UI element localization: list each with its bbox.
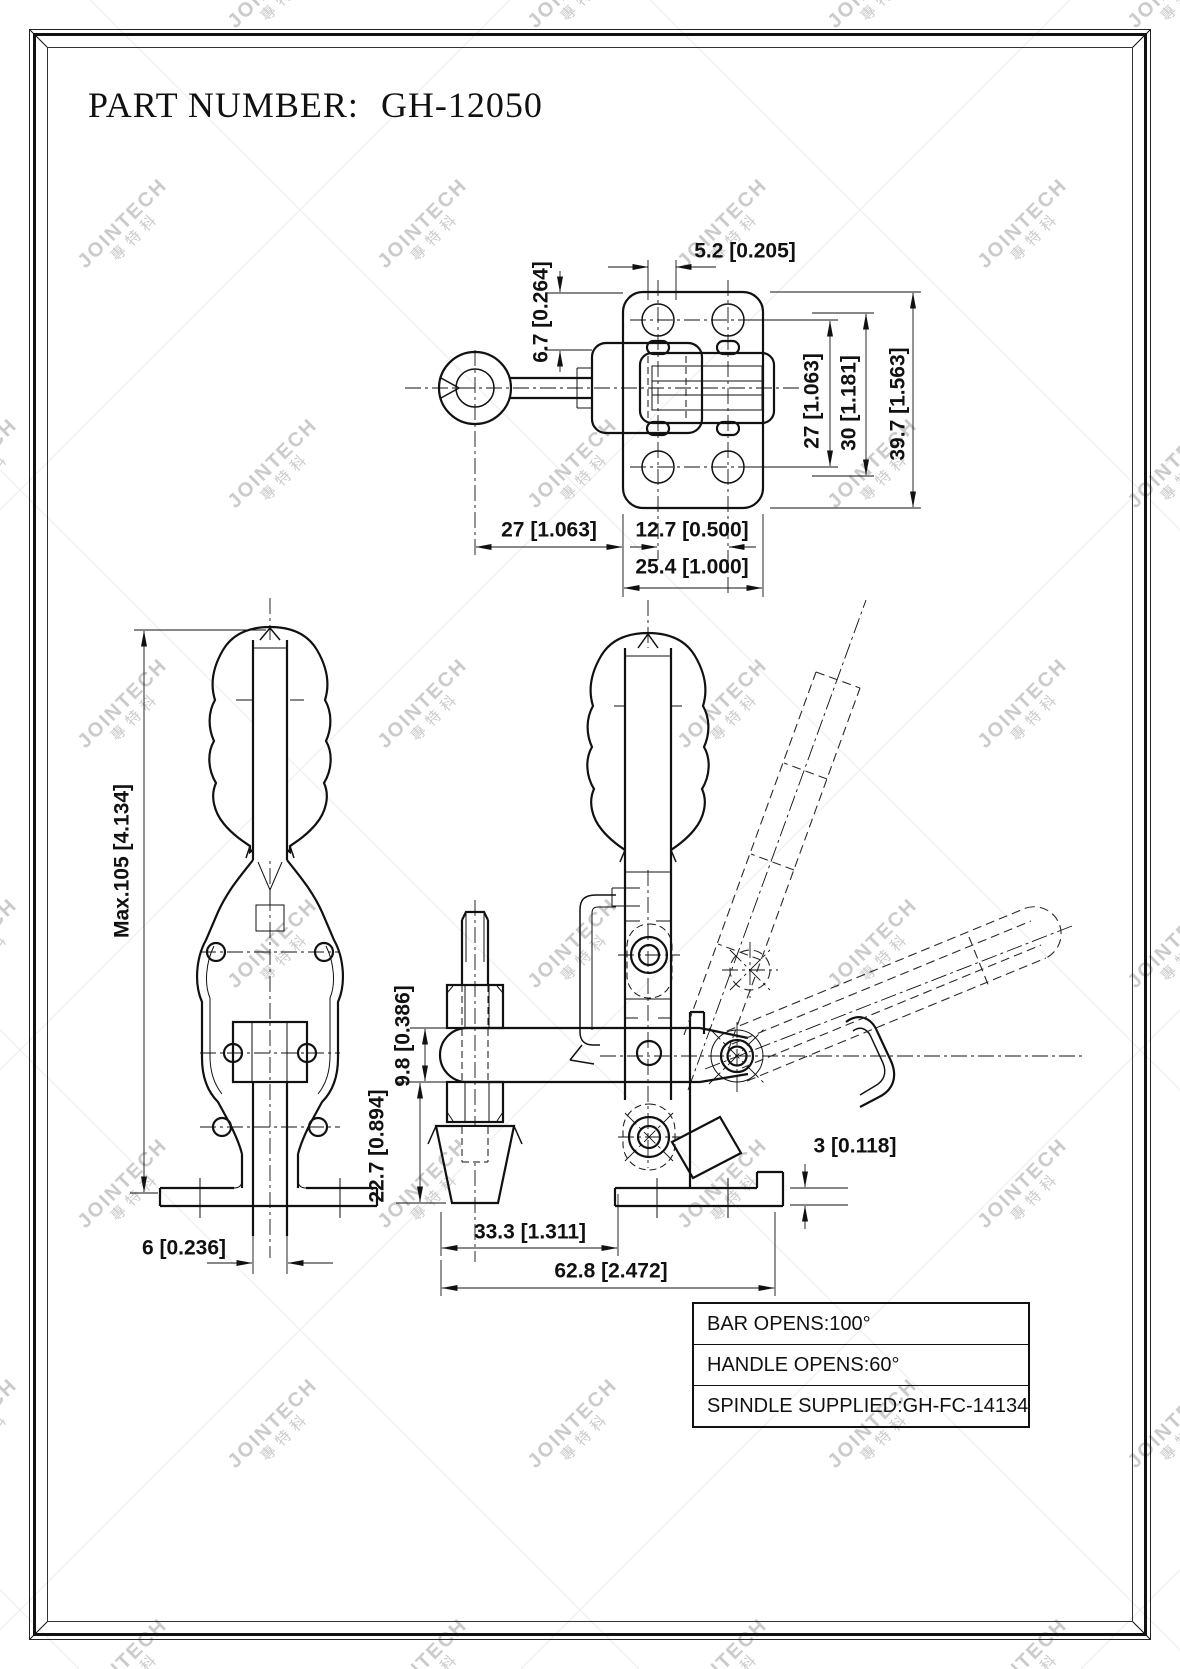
spec-row-0: BAR OPENS:100° xyxy=(707,1313,871,1335)
frame-corner-miters xyxy=(29,29,1151,1640)
top-view xyxy=(405,260,921,597)
front-view xyxy=(396,599,1082,1296)
spec-table: BAR OPENS:100° HANDLE OPENS:60°SPINDLE SU… xyxy=(692,1302,1030,1428)
spec-row-2: SPINDLE SUPPLIED:GH-FC-14134 xyxy=(694,1385,1028,1426)
dimension-label-slot-width-5-2: 5.2 [0.205] xyxy=(694,239,796,263)
page-title: PART NUMBER: GH-12050 xyxy=(88,84,543,126)
dimension-label-bar-thk-9-8: 9.8 [0.386] xyxy=(391,985,415,1087)
dimension-label-reach-33-3: 33.3 [1.311] xyxy=(473,1220,587,1244)
side-view xyxy=(130,598,379,1274)
dimension-label-plate-width-25-4: 25.4 [1.000] xyxy=(635,555,749,579)
part-number-label: PART NUMBER: xyxy=(88,85,359,125)
dimension-label-body-30: 30 [1.181] xyxy=(837,355,861,451)
dimension-label-height-max-105: Max.105 [4.134] xyxy=(110,783,134,939)
dimension-label-hole-span-27: 27 [1.063] xyxy=(800,353,824,449)
dimension-label-hole-pitch-12-7: 12.7 [0.500] xyxy=(635,518,749,542)
dimension-label-length-62-8: 62.8 [2.472] xyxy=(554,1259,668,1283)
dimension-label-spindle-rod-6: 6 [0.236] xyxy=(141,1236,227,1260)
dimension-label-clearance-22-7: 22.7 [0.894] xyxy=(365,1089,389,1203)
dimension-label-base-thk-3: 3 [0.118] xyxy=(813,1134,897,1158)
spec-row-1: HANDLE OPENS:60° xyxy=(694,1344,1028,1385)
part-number-value: GH-12050 xyxy=(380,85,543,125)
dimension-label-reach-27: 27 [1.063] xyxy=(501,518,597,542)
dimension-label-offset-6-7: 6.7 [0.264] xyxy=(529,261,553,363)
dimension-label-plate-39-7: 39.7 [1.563] xyxy=(886,347,910,461)
